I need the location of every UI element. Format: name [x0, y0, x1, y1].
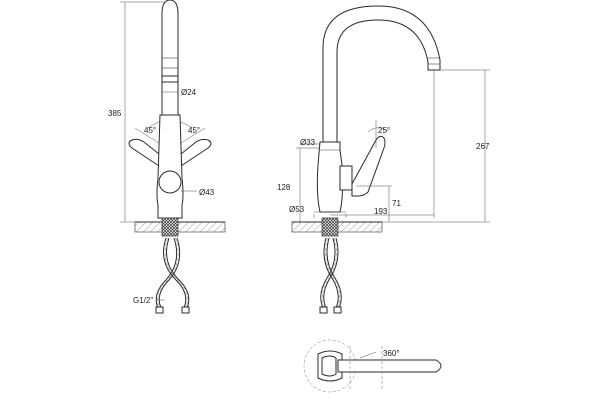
pipe-diameter-dimension: Ø24 [162, 88, 197, 97]
body-height-label: 128 [277, 183, 291, 192]
side-view: 267 193 Ø33 128 25° [277, 5, 490, 314]
base-diameter-label: Ø53 [289, 205, 305, 214]
body-diameter-dimension: Ø43 [181, 188, 215, 197]
spout-reach-dimension: 193 [330, 70, 435, 218]
front-countertop [134, 221, 226, 233]
height-total-dimension: 385 [108, 1, 170, 223]
side-gooseneck-spout [322, 5, 441, 143]
lever-joint [339, 165, 353, 191]
side-lever [351, 135, 386, 197]
side-flex-hoses [319, 237, 342, 314]
lever-angle-side-label: 25° [378, 126, 390, 135]
body-diameter-label: Ø43 [199, 188, 215, 197]
top-diameter-label: Ø33 [300, 138, 316, 147]
front-body [156, 114, 184, 219]
base-diameter-dimension: Ø53 [289, 205, 347, 218]
lever-angle-left-label: 45° [144, 126, 156, 135]
spout-height-dimension: 267 [380, 69, 490, 223]
threaded-shank [161, 217, 179, 237]
pipe-collar [161, 75, 179, 83]
top-diameter-dimension: Ø33 [300, 138, 322, 147]
rotation-dimension: 360° [359, 349, 400, 359]
thread-label: G1/2" [133, 296, 153, 305]
flex-hoses [155, 237, 190, 314]
body-height-dimension: 128 [277, 147, 322, 222]
lever-offset-label: 71 [392, 199, 401, 208]
lever-angle-side-dimension: 25° [367, 120, 390, 148]
spout-height-label: 267 [476, 142, 490, 151]
spout-reach-label: 193 [374, 207, 388, 216]
lever-angle-right-label: 45° [188, 126, 200, 135]
mixer-cartridge [158, 170, 182, 194]
front-spout-pipe [161, 0, 179, 116]
top-lever [337, 359, 442, 373]
height-total-label: 385 [108, 109, 122, 118]
top-view: 360° [303, 339, 442, 393]
rotation-label: 360° [383, 349, 400, 358]
front-view: 385 Ø24 45° 45° Ø43 [108, 0, 226, 314]
pipe-diameter-label: Ø24 [181, 88, 197, 97]
lever-offset-dimension: 71 [356, 185, 401, 222]
side-body [316, 141, 344, 213]
side-threaded-shank [321, 217, 339, 237]
